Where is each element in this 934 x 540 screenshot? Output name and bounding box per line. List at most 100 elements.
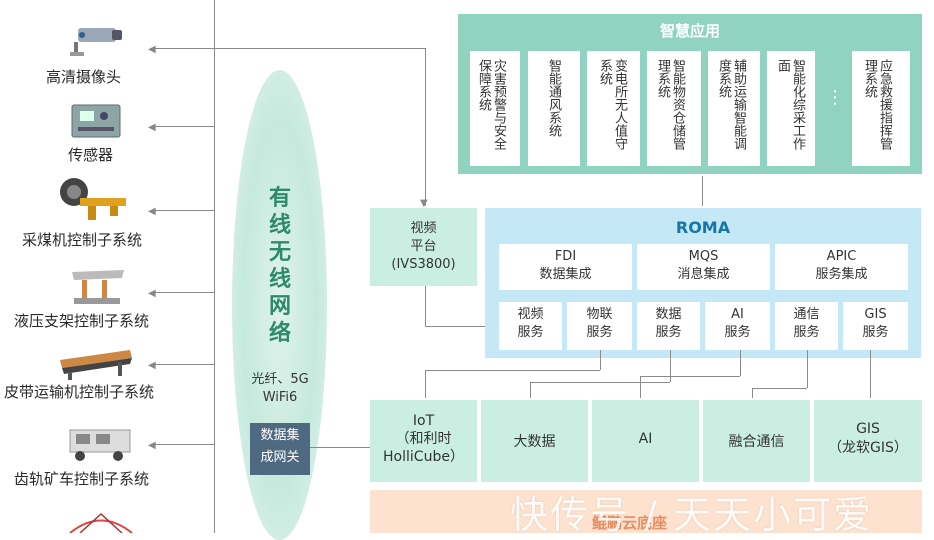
gateway-line2: 成网关 <box>260 450 300 465</box>
camera-icon <box>68 22 124 58</box>
service-data: 数据 服务 <box>637 302 700 350</box>
integration-desc: 消息集成 <box>677 267 730 282</box>
roma-integration-mqs: MQS 消息集成 <box>637 244 770 290</box>
app-card-text: 应急救援指挥管理系统 <box>862 59 892 150</box>
arrowhead-rack-car: ◀ <box>148 440 156 451</box>
device-label-sensor: 传感器 <box>68 146 114 164</box>
smart-apps-title: 智慧应用 <box>659 22 720 40</box>
camera-to-video-vline <box>425 48 426 206</box>
roma-bottom-line-2 <box>530 382 670 383</box>
partial-device-icon <box>66 508 136 534</box>
bottom-line: 融合通信 <box>728 434 785 450</box>
roma-bottom-v8 <box>807 350 808 388</box>
connector-hydraulic <box>152 292 214 293</box>
roma-bottom-v2 <box>600 350 601 370</box>
video-arrowhead: ▼ <box>420 198 428 209</box>
network-sub-fiber-5g: 光纤、5G <box>251 372 309 387</box>
app-card-ellipsis: ⋮ <box>822 51 844 166</box>
arrowhead-belt: ◀ <box>148 360 156 371</box>
arrowhead-shearer: ◀ <box>148 206 156 217</box>
video-platform-line1: 视频 <box>410 221 437 236</box>
bottom-box-iot: IoT （和利时 HolliCube） <box>370 400 477 482</box>
service-suffix: 服务 <box>517 325 544 340</box>
connector-shearer <box>152 210 214 211</box>
app-card-substation: 变电所无人值守系统 <box>587 51 640 166</box>
arrowhead-camera: ◀ <box>148 44 156 55</box>
connector-belt <box>152 364 214 365</box>
video-to-service-hline <box>425 326 493 327</box>
roma-title: ROMA <box>675 218 731 237</box>
app-ellipsis: ⋮ <box>826 87 844 108</box>
roma-bottom-v1 <box>425 370 426 398</box>
service-name: GIS <box>864 307 887 322</box>
app-card-transport: 辅助运输智能调度系统 <box>708 51 760 166</box>
app-card-text: 智能通风系统 <box>546 59 561 137</box>
service-name: 视频 <box>517 307 544 322</box>
roma-bottom-line-4 <box>752 388 807 389</box>
service-comm: 通信 服务 <box>775 302 838 350</box>
app-card-warehouse: 智能物资仓储管理系统 <box>647 51 701 166</box>
app-card-emergency: 应急救援指挥管理系统 <box>852 51 910 166</box>
connector-camera <box>152 48 214 49</box>
app-card-text: 智能化综采工作面 <box>775 59 805 150</box>
connector-sensor <box>152 126 214 127</box>
roma-bottom-line-3 <box>640 376 740 377</box>
service-ai: AI 服务 <box>705 302 770 350</box>
service-name: 数据 <box>655 307 682 322</box>
bottom-line: IoT <box>412 413 435 429</box>
bottom-box-bigdata: 大数据 <box>481 400 588 482</box>
bottom-line: 大数据 <box>513 434 556 450</box>
service-suffix: 服务 <box>793 325 820 340</box>
apps-roma-arrow <box>702 176 703 206</box>
cloud-base-panel <box>370 490 922 533</box>
roma-bottom-v3 <box>530 382 531 398</box>
app-card-text: 灾害预警与安全保障系统 <box>476 59 506 150</box>
integration-desc: 数据集成 <box>539 267 592 282</box>
bottom-box-ai: AI <box>592 400 699 482</box>
device-label-camera: 高清摄像头 <box>46 68 122 86</box>
bottom-line: GIS <box>856 421 880 437</box>
roma-bottom-v6 <box>740 350 741 376</box>
roma-integration-fdi: FDI 数据集成 <box>499 244 632 290</box>
rack-car-icon <box>66 420 136 464</box>
video-platform-line3: (IVS3800) <box>391 257 456 272</box>
app-card-ventilation: 智能通风系统 <box>528 51 580 166</box>
service-name: 通信 <box>793 307 820 322</box>
connector-rack-car <box>152 444 214 445</box>
watermark-text: 快传号 / 天天小可爱 <box>510 493 873 537</box>
bottom-line: （龙软GIS） <box>828 440 908 456</box>
sensor-icon <box>70 103 122 139</box>
roma-bottom-v4 <box>670 350 671 382</box>
bottom-line: （和利时 <box>395 431 452 447</box>
integration-desc: 服务集成 <box>815 267 868 282</box>
service-suffix: 服务 <box>586 325 613 340</box>
hydraulic-support-icon <box>68 268 128 306</box>
device-backbone-line <box>214 0 215 533</box>
integration-name: FDI <box>554 249 577 264</box>
roma-bottom-v5 <box>640 376 641 398</box>
integration-name: APIC <box>826 249 857 264</box>
roma-bottom-v9 <box>870 350 871 398</box>
roma-bottom-line-1 <box>425 370 600 371</box>
service-suffix: 服务 <box>724 325 751 340</box>
video-platform-line2: 平台 <box>410 239 437 254</box>
device-label-shearer: 采煤机控制子系统 <box>22 231 143 249</box>
service-suffix: 服务 <box>655 325 682 340</box>
device-label-hydraulic: 液压支架控制子系统 <box>14 312 150 330</box>
shearer-icon <box>52 176 132 224</box>
arrowhead-sensor: ◀ <box>148 122 156 133</box>
bottom-line: AI <box>638 431 653 447</box>
integration-name: MQS <box>688 249 719 264</box>
app-card-disaster: 灾害预警与安全保障系统 <box>470 51 520 166</box>
network-sub-wifi: WiFi6 <box>262 390 298 405</box>
data-gateway-box: 数据集 成网关 <box>250 423 310 475</box>
service-name: AI <box>731 307 744 322</box>
gateway-line1: 数据集 <box>260 428 300 443</box>
service-iot: 物联 服务 <box>567 302 632 350</box>
gateway-to-iot-line <box>310 447 370 448</box>
app-card-text: 变电所无人值守系统 <box>597 59 627 150</box>
bottom-line: HolliCube） <box>383 449 464 465</box>
device-label-belt: 皮带运输机控制子系统 <box>4 383 155 401</box>
service-video: 视频 服务 <box>499 302 562 350</box>
bottom-box-comm: 融合通信 <box>703 400 810 482</box>
